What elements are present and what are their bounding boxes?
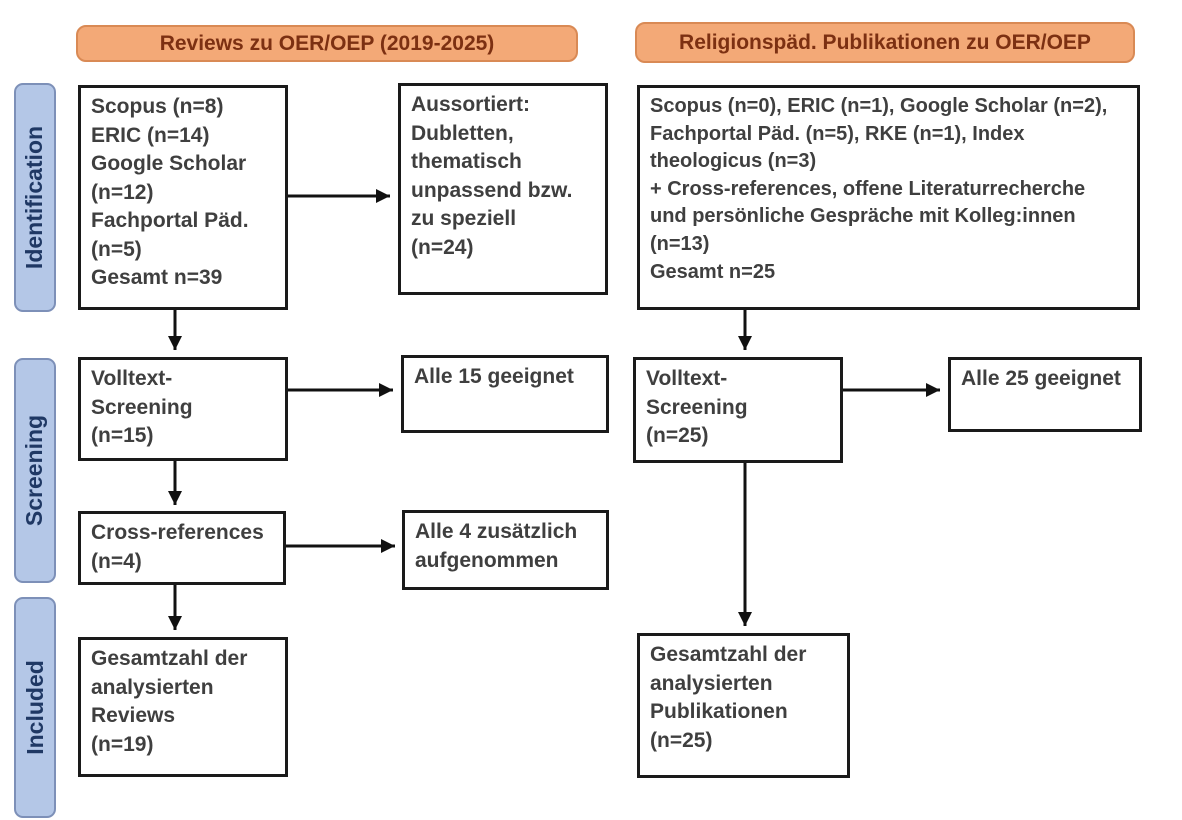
box-left-included-total: Gesamtzahl der analysierten Reviews (n=1…: [78, 637, 288, 777]
box-left-identification: Scopus (n=8) ERIC (n=14) Google Scholar …: [78, 85, 288, 310]
column-header-religionspaed: Religionspäd. Publikationen zu OER/OEP: [635, 22, 1135, 63]
stage-screening-label: Screening: [21, 414, 48, 527]
stage-screening: Screening: [14, 358, 56, 583]
box-right-identification: Scopus (n=0), ERIC (n=1), Google Scholar…: [637, 85, 1140, 310]
column-header-reviews: Reviews zu OER/OEP (2019-2025): [76, 25, 578, 62]
box-left-cross-references: Cross-references (n=4): [78, 511, 286, 585]
stage-included: Included: [14, 597, 56, 818]
box-right-included-total: Gesamtzahl der analysierten Publikatione…: [637, 633, 850, 778]
box-left-cross-references-result: Alle 4 zusätzlich aufgenommen: [402, 510, 609, 590]
stage-included-label: Included: [21, 660, 48, 755]
stage-identification: Identification: [14, 83, 56, 312]
box-right-screening-result: Alle 25 geeignet: [948, 357, 1142, 432]
box-left-fulltext-screening: Volltext- Screening (n=15): [78, 357, 288, 461]
box-left-excluded: Aussortiert: Dubletten, thematisch unpas…: [398, 83, 608, 295]
stage-identification-label: Identification: [21, 125, 48, 270]
box-left-screening-result: Alle 15 geeignet: [401, 355, 609, 433]
box-right-fulltext-screening: Volltext- Screening (n=25): [633, 357, 843, 463]
